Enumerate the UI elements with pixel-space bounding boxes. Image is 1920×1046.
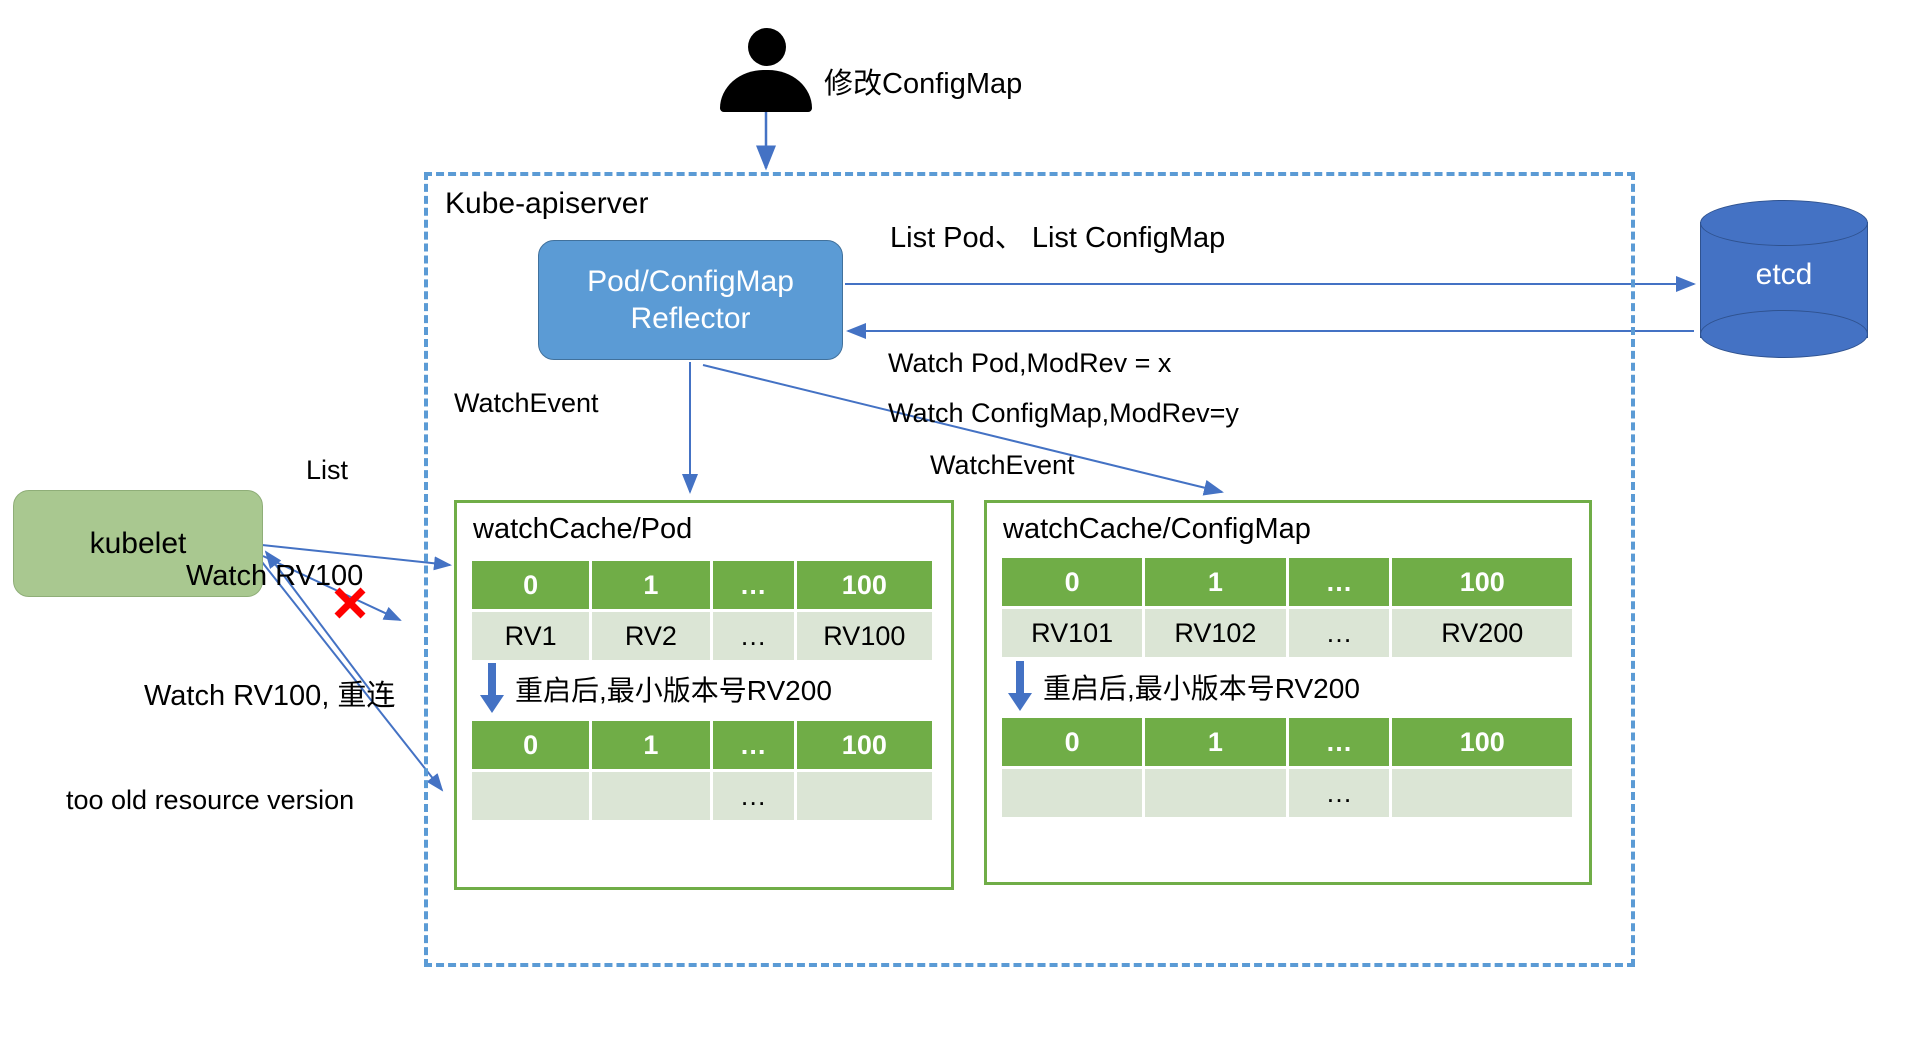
pod-configmap-reflector-node[interactable]: Pod/ConfigMap Reflector bbox=[538, 240, 843, 360]
table-header-cell: 0 bbox=[1002, 558, 1143, 606]
watchcache-pod-title: watchCache/Pod bbox=[473, 513, 693, 545]
person-icon bbox=[718, 28, 814, 112]
label-watch-rv100: Watch RV100 bbox=[186, 560, 364, 592]
label-too-old-resource-version: too old resource version bbox=[66, 785, 355, 815]
actor-action-label: 修改ConfigMap bbox=[824, 68, 1023, 100]
table-header-cell: 1 bbox=[1145, 718, 1286, 766]
table-header-row: 0 1 … 100 bbox=[472, 561, 932, 609]
table-header-cell: 1 bbox=[1145, 558, 1286, 606]
table-cell bbox=[796, 772, 932, 820]
cylinder-bottom-ellipse bbox=[1700, 310, 1868, 358]
label-list-pod-configmap: List Pod、 List ConfigMap bbox=[890, 222, 1226, 254]
down-arrow-icon bbox=[1008, 661, 1032, 711]
kube-apiserver-title: Kube-apiserver bbox=[445, 187, 649, 220]
table-row: … bbox=[1002, 769, 1572, 817]
watchcache-pod-table-before: 0 1 … 100 RV1 RV2 … RV100 bbox=[469, 558, 935, 663]
table-header-cell: 0 bbox=[472, 561, 590, 609]
reflector-line-1: Pod/ConfigMap bbox=[587, 264, 794, 298]
label-list: List bbox=[306, 455, 349, 485]
cylinder-top-ellipse bbox=[1700, 200, 1868, 246]
down-arrow-icon bbox=[480, 663, 504, 713]
watchcache-configmap-title: watchCache/ConfigMap bbox=[1003, 513, 1311, 545]
table-header-cell: 100 bbox=[796, 721, 932, 769]
table-header-row: 0 1 … 100 bbox=[472, 721, 932, 769]
table-cell bbox=[1145, 769, 1286, 817]
watchcache-pod-restart-note: 重启后,最小版本号RV200 bbox=[479, 663, 832, 715]
table-row: RV101 RV102 … RV200 bbox=[1002, 609, 1572, 657]
etcd-label: etcd bbox=[1755, 258, 1813, 291]
table-header-cell: 1 bbox=[592, 561, 710, 609]
table-cell bbox=[1392, 769, 1572, 817]
table-header-cell: … bbox=[1288, 558, 1390, 606]
table-header-cell: 1 bbox=[592, 721, 710, 769]
person-head bbox=[748, 28, 786, 66]
table-cell: … bbox=[1288, 769, 1390, 817]
table-cell: RV100 bbox=[796, 612, 932, 660]
label-watchevent-right: WatchEvent bbox=[930, 450, 1075, 480]
table-cell bbox=[1002, 769, 1143, 817]
watchcache-configmap-table-after: 0 1 … 100 … bbox=[999, 715, 1575, 820]
watchcache-pod-panel: watchCache/Pod 0 1 … 100 RV1 RV2 … RV100 bbox=[454, 500, 954, 890]
table-header-row: 0 1 … 100 bbox=[1002, 558, 1572, 606]
table-cell: RV102 bbox=[1145, 609, 1286, 657]
reflector-line-2: Reflector bbox=[630, 302, 751, 335]
table-row: … bbox=[472, 772, 932, 820]
table-header-cell: 100 bbox=[1392, 558, 1572, 606]
table-cell: … bbox=[712, 772, 794, 820]
table-header-cell: 0 bbox=[1002, 718, 1143, 766]
kube-apiserver-container bbox=[424, 172, 1635, 967]
table-cell: RV2 bbox=[592, 612, 710, 660]
watchcache-configmap-table-before: 0 1 … 100 RV101 RV102 … RV200 bbox=[999, 555, 1575, 660]
table-cell: RV1 bbox=[472, 612, 590, 660]
label-watch-configmap-modrev: Watch ConfigMap,ModRev=y bbox=[888, 398, 1239, 428]
label-watch-pod-modrev: Watch Pod,ModRev = x bbox=[888, 348, 1172, 378]
table-header-cell: 100 bbox=[796, 561, 932, 609]
blocked-x-icon bbox=[334, 587, 366, 619]
table-header-cell: 100 bbox=[1392, 718, 1572, 766]
table-cell: RV200 bbox=[1392, 609, 1572, 657]
label-watchevent-left: WatchEvent bbox=[454, 388, 599, 418]
restart-note-text: 重启后,最小版本号RV200 bbox=[1043, 673, 1360, 704]
table-row: RV1 RV2 … RV100 bbox=[472, 612, 932, 660]
watchcache-pod-table-after: 0 1 … 100 … bbox=[469, 718, 935, 823]
label-watch-rv100-reconnect: Watch RV100, 重连 bbox=[144, 680, 396, 712]
table-header-cell: … bbox=[712, 721, 794, 769]
table-header-row: 0 1 … 100 bbox=[1002, 718, 1572, 766]
restart-note-text: 重启后,最小版本号RV200 bbox=[515, 675, 832, 706]
watchcache-configmap-panel: watchCache/ConfigMap 0 1 … 100 RV101 RV1… bbox=[984, 500, 1592, 885]
table-header-cell: … bbox=[1288, 718, 1390, 766]
table-cell bbox=[472, 772, 590, 820]
kubelet-label: kubelet bbox=[89, 526, 187, 560]
table-cell bbox=[592, 772, 710, 820]
etcd-node[interactable]: etcd bbox=[1700, 200, 1868, 360]
table-cell: … bbox=[712, 612, 794, 660]
table-cell: … bbox=[1288, 609, 1390, 657]
table-header-cell: 0 bbox=[472, 721, 590, 769]
kubelet-node[interactable]: kubelet bbox=[13, 490, 263, 597]
table-cell: RV101 bbox=[1002, 609, 1143, 657]
table-header-cell: … bbox=[712, 561, 794, 609]
person-body bbox=[720, 70, 812, 112]
watchcache-configmap-restart-note: 重启后,最小版本号RV200 bbox=[1007, 661, 1360, 713]
